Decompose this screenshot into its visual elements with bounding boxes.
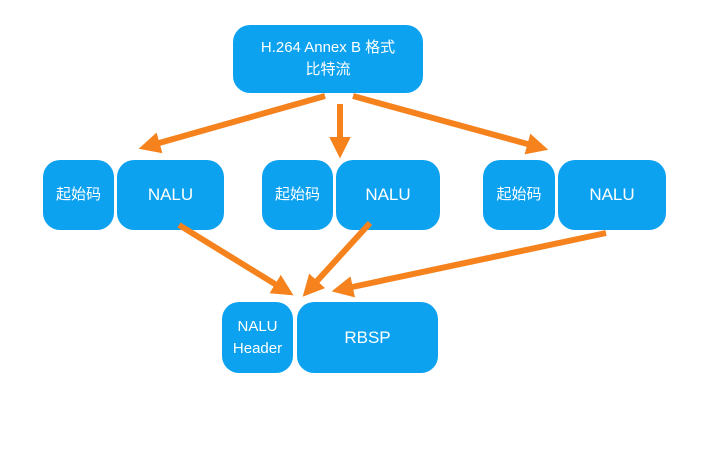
node-nalu-1-label: NALU <box>147 185 194 204</box>
node-h264-bitstream: H.264 Annex B 格式 比特流 <box>233 25 423 93</box>
node-nalu-header-line2: Header <box>232 339 283 357</box>
node-start-code-3: 起始码 <box>483 160 555 230</box>
arrow-nalu-1-to-header <box>177 222 294 296</box>
node-nalu-2: NALU <box>336 160 440 230</box>
node-rbsp: RBSP <box>297 302 438 373</box>
arrow-root-to-pair-3 <box>352 93 549 155</box>
node-rbsp-label: RBSP <box>344 327 391 347</box>
node-h264-bitstream-line1: H.264 Annex B 格式 <box>260 39 396 56</box>
node-nalu-2-label: NALU <box>365 185 411 204</box>
node-nalu-1: NALU <box>117 160 224 230</box>
node-start-code-1: 起始码 <box>43 160 114 230</box>
arrow-root-to-pair-1 <box>138 93 326 154</box>
node-start-code-1-label: 起始码 <box>55 186 101 203</box>
node-h264-bitstream-line2: 比特流 <box>305 61 351 78</box>
arrow-nalu-3-to-header <box>331 230 607 298</box>
node-nalu-3: NALU <box>558 160 666 230</box>
node-nalu-3-label: NALU <box>589 185 635 204</box>
node-nalu-header: NALU Header <box>222 302 293 373</box>
node-start-code-3-label: 起始码 <box>496 186 542 203</box>
node-start-code-2: 起始码 <box>262 160 333 230</box>
arrow-nalu-2-to-header <box>302 220 373 297</box>
node-start-code-2-label: 起始码 <box>274 186 320 203</box>
node-nalu-header-line1: NALU <box>237 317 278 335</box>
